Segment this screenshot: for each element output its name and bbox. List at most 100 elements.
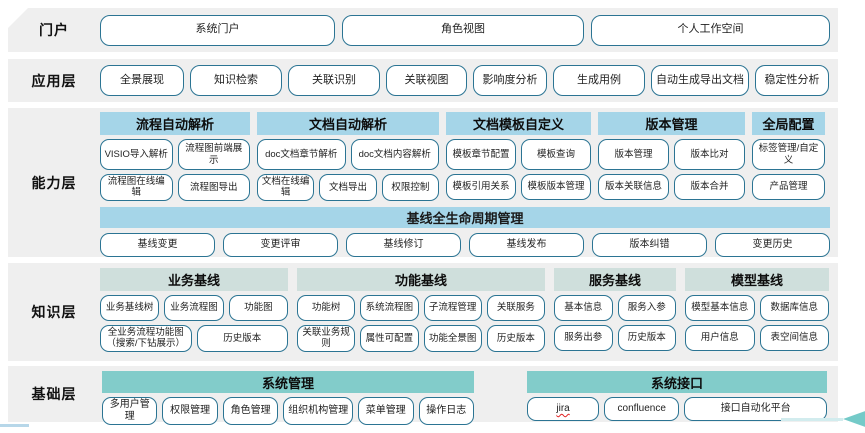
diagram-group: 版本管理版本管理版本比对版本关联信息版本合并 [598, 112, 745, 200]
diagram-box: 用户信息 [685, 325, 755, 351]
diagram-box: 菜单管理 [358, 397, 414, 425]
layer-label-base: 基础层 [31, 386, 77, 402]
bottom-left-line-decoration [0, 424, 29, 427]
diagram-box: 功能图 [228, 295, 288, 321]
diagram-box: 权限管理 [162, 397, 218, 425]
diagram-box: 自动生成导出文档 [651, 65, 749, 96]
group-row: 模型基本信息数据库信息 [685, 295, 829, 321]
diagram-box: 版本纠错 [592, 232, 707, 257]
diagram-box: 知识检索 [190, 65, 282, 96]
diagram-box: 功能全景图 [423, 325, 482, 352]
baseline-lifecycle-header: 基线全生命周期管理 [100, 206, 830, 228]
diagram-box: 模型基本信息 [685, 295, 755, 321]
diagram-group: 模型基线模型基本信息数据库信息用户信息表空间信息 [685, 268, 829, 351]
group-row: 基本信息服务入参 [554, 295, 676, 321]
diagram-box: 子流程管理 [423, 295, 482, 321]
diagram-box: 数据库信息 [759, 295, 829, 321]
diagram-box: doc文档章节解析 [257, 139, 346, 170]
diagram-group: 业务基线业务基线树业务流程图功能图全业务流程功能图（搜索/下钻展示）历史版本 [100, 268, 288, 352]
layer-application: 应用层 全景展现知识检索关联识别关联视图影响度分析生成用例自动生成导出文档稳定性… [8, 59, 838, 102]
group-row: 版本管理版本比对 [598, 139, 745, 170]
diagram-box: 表空间信息 [759, 325, 829, 351]
diagram-box: 产品管理 [752, 174, 825, 200]
diagram-box: 属性可配置 [360, 325, 419, 352]
diagram-group: 服务基线基本信息服务入参服务出参历史版本 [554, 268, 676, 351]
diagram-box: 变更评审 [223, 232, 338, 257]
layer-portal: 门户 系统门户角色视图个人工作空间 [8, 8, 838, 52]
diagram-box: 功能树 [297, 295, 356, 321]
diagram-group: 功能基线功能树系统流程图子流程管理关联服务关联业务规则属性可配置功能全景图历史版… [297, 268, 545, 352]
layer-knowledge: 知识层 业务基线业务基线树业务流程图功能图全业务流程功能图（搜索/下钻展示）历史… [8, 263, 838, 361]
diagram-box: 版本合并 [674, 174, 745, 200]
diagram-box: 全业务流程功能图（搜索/下钻展示） [100, 325, 192, 352]
group-row: 标签管理/自定义 [752, 139, 825, 170]
diagram-box: 流程图导出 [177, 174, 250, 201]
group-row: VISIO导入解析流程图前端展示 [100, 139, 250, 170]
group-header: 版本管理 [598, 112, 745, 135]
diagram-box: 服务入参 [617, 295, 676, 321]
diagram-box: 变更历史 [715, 232, 830, 257]
diagram-box: 基线变更 [100, 232, 215, 257]
group-row: 模板章节配置模板查询 [446, 139, 591, 170]
diagram-box: 文档在线编辑 [257, 174, 315, 201]
group-row: 产品管理 [752, 174, 825, 200]
diagram-box: 版本比对 [674, 139, 745, 170]
diagram-box: 角色视图 [342, 14, 584, 46]
group-row: 功能树系统流程图子流程管理关联服务 [297, 295, 545, 321]
diagram-box: 关联识别 [288, 65, 380, 96]
diagram-box: 模板版本管理 [521, 174, 591, 200]
group-row: 文档在线编辑文档导出权限控制 [257, 174, 439, 201]
group-row: 版本关联信息版本合并 [598, 174, 745, 200]
layer-label-capability: 能力层 [31, 174, 77, 191]
diagram-box: 历史版本 [196, 325, 288, 352]
diagram-box: 文档导出 [319, 174, 377, 201]
diagram-box: 全景展现 [100, 65, 184, 96]
group-header: 系统管理 [102, 371, 474, 393]
group-row: 用户信息表空间信息 [685, 325, 829, 351]
diagram-box: 组织机构管理 [283, 397, 354, 425]
diagram-box: confluence [604, 397, 680, 421]
diagram-box: 标签管理/自定义 [752, 139, 825, 170]
diagram-box: 历史版本 [486, 325, 545, 352]
diagram-group: 全局配置标签管理/自定义产品管理 [752, 112, 825, 200]
group-row: 流程图在线编辑流程图导出 [100, 174, 250, 201]
group-header: 业务基线 [100, 268, 288, 291]
corner-fold-decoration [0, 0, 36, 36]
diagram-box: 业务流程图 [164, 295, 224, 321]
group-header: 文档模板自定义 [446, 112, 591, 135]
group-row: 多用户管理权限管理角色管理组织机构管理菜单管理操作日志 [102, 397, 474, 425]
diagram-group: 文档模板自定义模板章节配置模板查询模板引用关系模板版本管理 [446, 112, 591, 200]
group-header: 模型基线 [685, 268, 829, 291]
group-row: 业务基线树业务流程图功能图 [100, 295, 288, 321]
diagram-box: 关联视图 [386, 65, 467, 96]
knowledge-content: 业务基线业务基线树业务流程图功能图全业务流程功能图（搜索/下钻展示）历史版本功能… [100, 263, 838, 361]
diagram-box: 基线发布 [469, 232, 584, 257]
diagram-box: 权限控制 [381, 174, 439, 201]
diagram-box: jira [527, 397, 600, 421]
diagram-box: 业务基线树 [100, 295, 160, 321]
diagram-box: 模板引用关系 [446, 174, 516, 200]
diagram-box: 版本关联信息 [598, 174, 669, 200]
diagram-box: 基线修订 [346, 232, 461, 257]
baseline-lifecycle-items: 基线变更变更评审基线修订基线发布版本纠错变更历史 [100, 232, 830, 257]
diagram-box: 影响度分析 [473, 65, 547, 96]
left-arrow-icon [843, 409, 865, 429]
group-row: 全业务流程功能图（搜索/下钻展示）历史版本 [100, 325, 288, 352]
group-header: 全局配置 [752, 112, 825, 135]
diagram-box: 多用户管理 [102, 397, 158, 425]
diagram-box: 模板章节配置 [446, 139, 516, 170]
diagram-box: 版本管理 [598, 139, 669, 170]
group-header: 功能基线 [297, 268, 545, 291]
layer-label-portal: 门户 [39, 22, 69, 38]
diagram-box: 基本信息 [554, 295, 613, 321]
portal-items: 系统门户角色视图个人工作空间 [100, 8, 838, 52]
diagram-box: 操作日志 [418, 397, 474, 425]
